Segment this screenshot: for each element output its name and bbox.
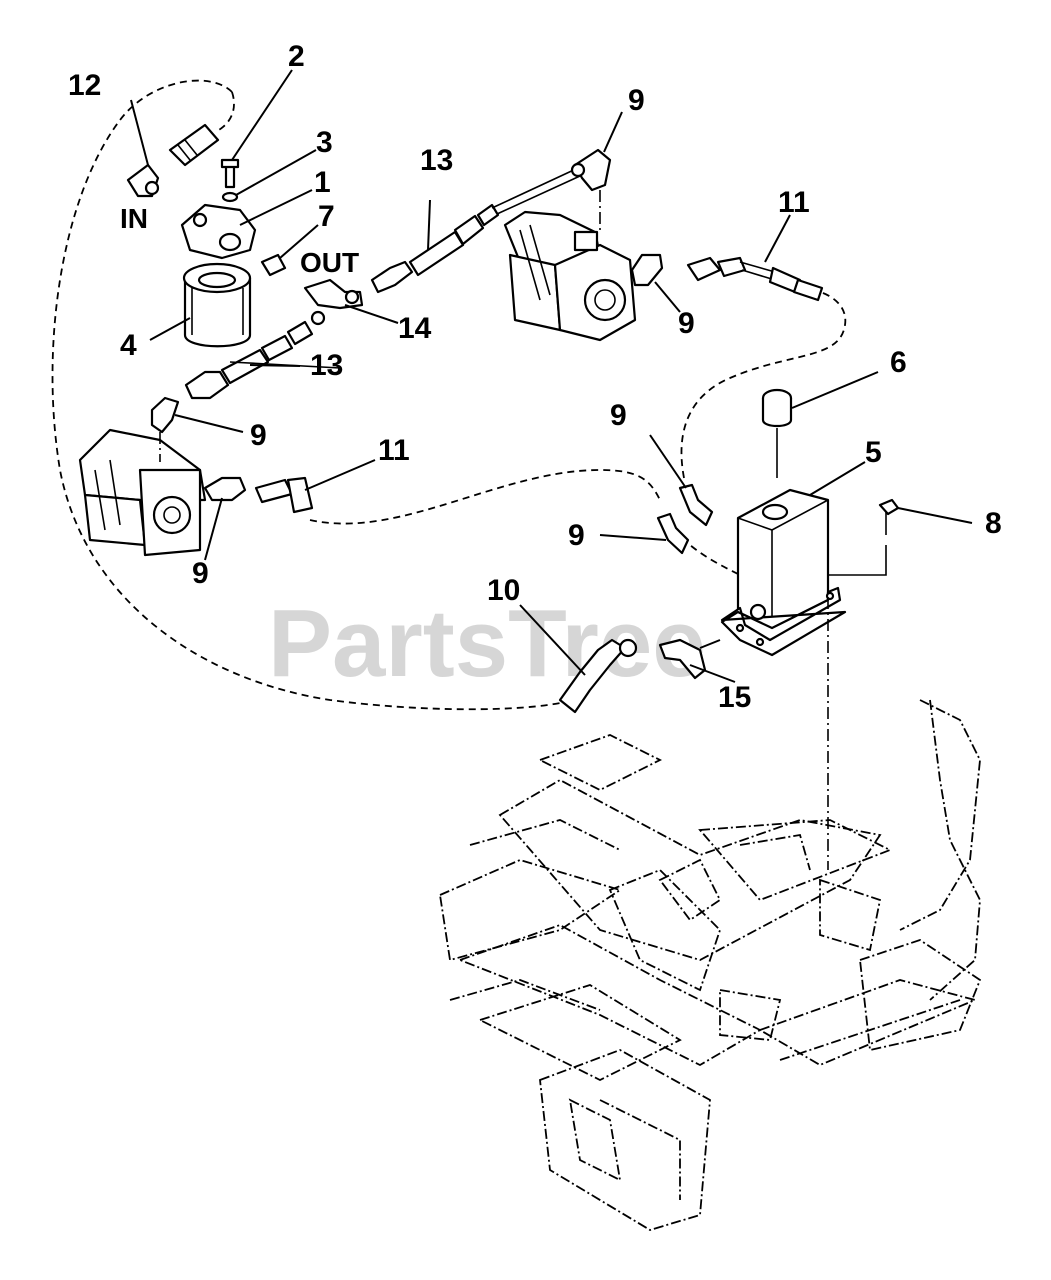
callout-13-upper: 13 <box>420 144 453 177</box>
callout-10: 10 <box>487 574 520 607</box>
washer-3 <box>221 191 239 203</box>
dashed-fitting-line <box>681 537 741 576</box>
dashed-hose-loop-top <box>214 91 235 133</box>
callout-14: 14 <box>398 312 432 345</box>
filter-head <box>180 203 257 260</box>
screw-8 <box>878 498 900 516</box>
fitting-7 <box>260 253 287 277</box>
callout-3: 3 <box>316 126 333 159</box>
callout-9-left-top: 9 <box>250 419 267 452</box>
hydraulic-pump-lower <box>78 396 247 561</box>
elbow-9-left-low <box>203 476 247 502</box>
out-label: OUT <box>300 247 359 278</box>
callout-5: 5 <box>865 436 882 469</box>
hose-13-upper <box>370 167 581 294</box>
adapter-fitting <box>168 123 220 167</box>
callout-13-lower: 13 <box>310 349 343 382</box>
callout-11-lower: 11 <box>378 434 410 467</box>
callout-2: 2 <box>288 40 305 73</box>
bolt-2 <box>224 163 236 189</box>
hose-11-lower <box>254 459 376 514</box>
hose-11-upper <box>686 214 824 302</box>
callout-1: 1 <box>314 166 331 199</box>
callout-8: 8 <box>985 507 1002 540</box>
callout-9-left-low: 9 <box>192 557 209 590</box>
hydraulic-pump-upper <box>503 111 681 342</box>
callout-9-tank-upper: 9 <box>610 399 627 432</box>
elbow-9-pump <box>630 253 664 287</box>
fitting-9-tank-lower <box>656 512 690 555</box>
hose-13-lower <box>184 320 341 400</box>
callout-9-pump: 9 <box>678 307 695 340</box>
callout-9-tank-lower: 9 <box>568 519 585 552</box>
dashed-hose-11-line <box>309 469 661 525</box>
dashed-return-line <box>51 79 566 711</box>
callout-15: 15 <box>718 681 751 714</box>
callout-12: 12 <box>68 69 101 102</box>
callout-6: 6 <box>890 346 907 379</box>
callout-11-upper: 11 <box>778 186 810 219</box>
callout-7: 7 <box>318 200 335 233</box>
fitting-9-tank-upper <box>678 483 714 527</box>
elbow-9-left-top <box>150 396 180 434</box>
in-label: IN <box>120 203 148 234</box>
elbow-9-top <box>573 148 612 192</box>
filter-canister <box>183 276 252 348</box>
dashed-tank-line <box>680 291 847 479</box>
callout-9-top: 9 <box>628 84 645 117</box>
filter-assembly <box>126 69 399 348</box>
callout-4: 4 <box>120 329 137 362</box>
tractor-frame <box>439 699 982 1231</box>
elbow-15 <box>658 638 707 680</box>
